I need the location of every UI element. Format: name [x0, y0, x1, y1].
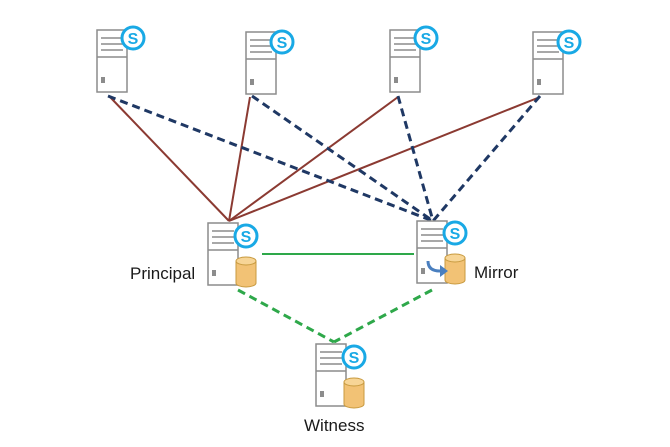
skype-icon: [233, 223, 259, 249]
witness-label: Witness: [304, 416, 365, 435]
link-fe1-mirror: [107, 94, 434, 223]
front-end-server-4: [532, 29, 582, 95]
link-mirror-witness: [333, 288, 433, 344]
server-icon: [207, 222, 239, 286]
server-icon: [315, 343, 347, 407]
front-end-server-2: [245, 29, 295, 95]
link-fe2-mirror: [251, 94, 434, 223]
front-end-server-3: [389, 25, 439, 93]
skype-icon: [556, 29, 582, 55]
link-fe3-principal: [228, 96, 399, 222]
principal-label: Principal: [130, 264, 196, 283]
skype-icon: [442, 220, 468, 246]
skype-icon: [269, 29, 295, 55]
link-fe1-principal: [109, 96, 230, 222]
witness-server: [315, 343, 367, 409]
skype-icon: [341, 344, 367, 370]
link-fe3-mirror: [396, 95, 435, 222]
witness-links: [237, 288, 433, 344]
database-icon: [444, 253, 466, 285]
link-fe2-principal: [228, 96, 251, 222]
mirror-label: Mirror: [474, 263, 519, 282]
front-end-to-principal-links: [109, 96, 541, 222]
skype-icon: [120, 25, 146, 51]
front-end-server-1: [96, 25, 146, 93]
link-fe4-mirror: [431, 95, 542, 222]
principal-server: [207, 222, 259, 288]
front-end-to-mirror-links: [107, 94, 542, 223]
database-icon: [235, 256, 257, 288]
database-icon: [343, 377, 365, 409]
link-principal-witness: [237, 288, 335, 344]
skype-icon: [413, 25, 439, 51]
link-fe4-principal: [228, 96, 541, 222]
mirror-server: [416, 220, 468, 285]
mirror-arrow-icon: [426, 260, 448, 277]
